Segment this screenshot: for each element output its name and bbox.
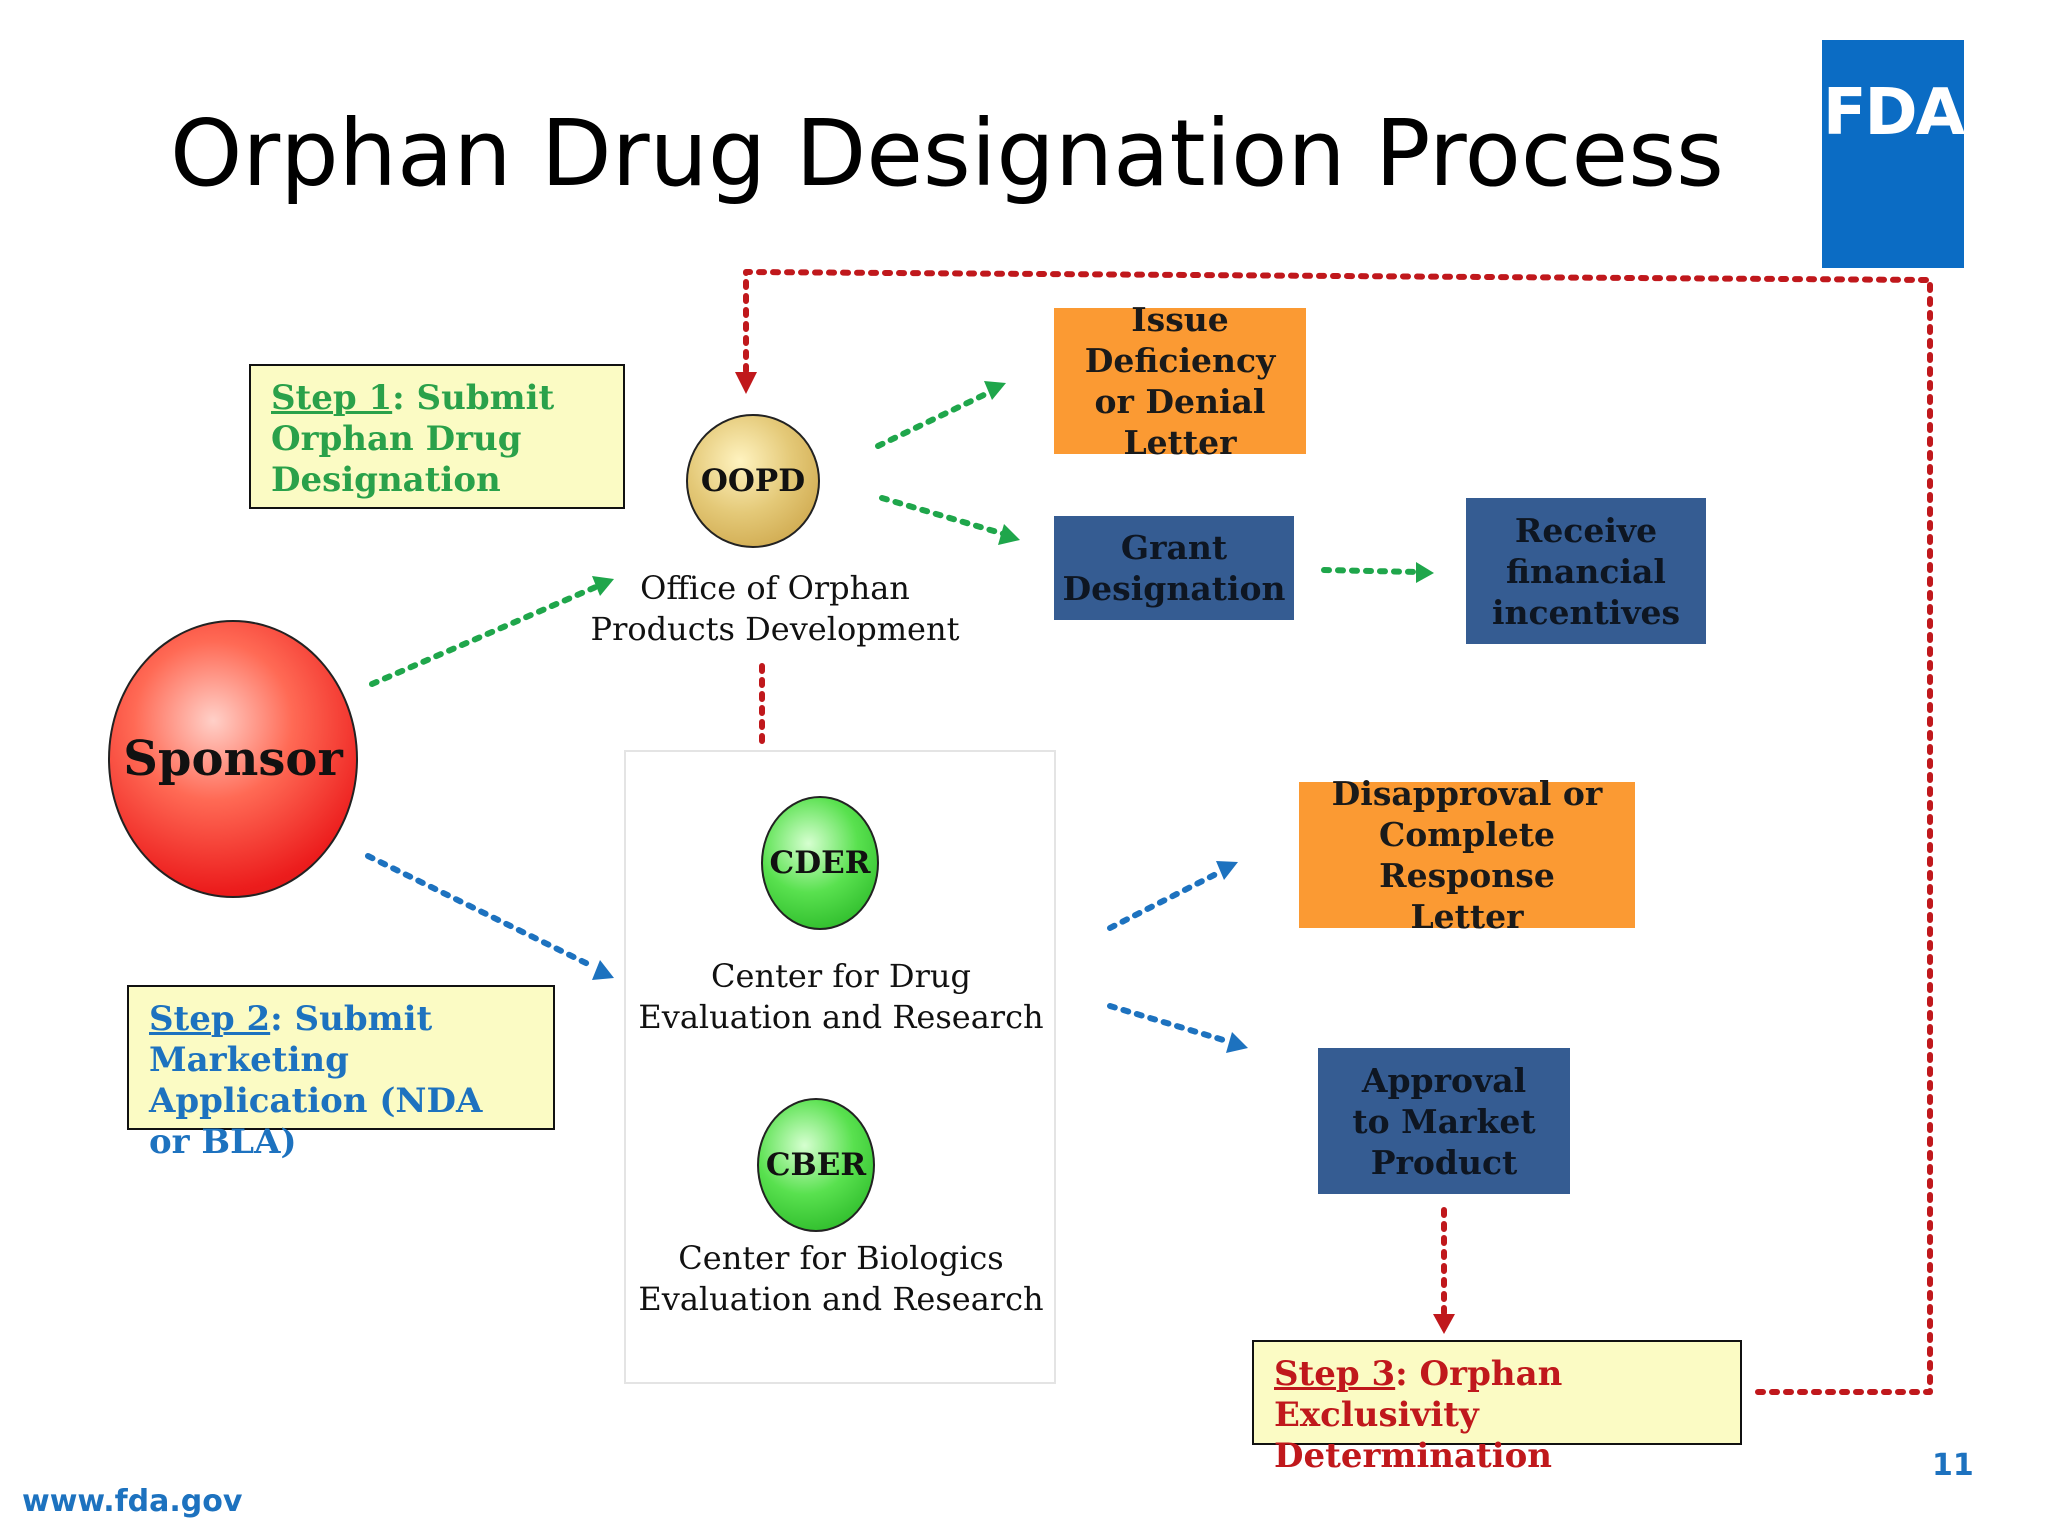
cder-full-name: Center for Drug Evaluation and Research xyxy=(626,956,1056,1038)
step1-box: Step 1: Submit Orphan Drug Designation xyxy=(249,364,625,509)
arrow-grant-to-incentives xyxy=(1321,562,1434,583)
arrow-sponsor-to-centers xyxy=(365,853,614,980)
cber-full-line1: Center for Biologics xyxy=(678,1239,1004,1277)
step1-label: Step 1 xyxy=(271,378,393,418)
oopd-full-line2: Products Development xyxy=(590,610,960,648)
cber-node: CBER xyxy=(757,1098,875,1232)
arrow-oopd-to-grant xyxy=(879,495,1020,545)
footer-url: www.fda.gov xyxy=(22,1484,243,1519)
incentives-box: Receive financial incentives xyxy=(1466,498,1706,644)
oopd-full-name: Office of Orphan Products Development xyxy=(560,568,990,650)
step1-text: Orphan Drug Designation xyxy=(271,419,522,500)
disapproval-text: Disapproval or Complete Response Letter xyxy=(1331,774,1603,936)
deficiency-text: Issue Deficiency or Denial Letter xyxy=(1084,300,1276,462)
step3-label: Step 3 xyxy=(1274,1354,1396,1394)
oopd-full-line1: Office of Orphan xyxy=(640,569,910,607)
approval-text: Approval to Market Product xyxy=(1352,1060,1536,1182)
step2-label: Step 2 xyxy=(149,999,271,1039)
page-title: Orphan Drug Designation Process xyxy=(170,100,1724,207)
step2-box: Step 2: Submit Marketing Application (ND… xyxy=(127,985,555,1162)
step1-sep: : Submit xyxy=(392,378,555,418)
cder-full-line2: Evaluation and Research xyxy=(638,998,1044,1036)
cber-full-line2: Evaluation and Research xyxy=(638,1280,1044,1318)
step2-sep: : Submit xyxy=(270,999,433,1039)
disapproval-box: Disapproval or Complete Response Letter xyxy=(1299,774,1635,936)
arrow-approval-to-step3 xyxy=(1433,1207,1455,1334)
oopd-label: OOPD xyxy=(700,463,806,499)
fda-logo: FDA xyxy=(1822,40,1965,268)
step3-sep: : Orphan Exclusivity xyxy=(1274,1354,1563,1435)
step3-text: Determination xyxy=(1274,1436,1553,1476)
cder-node: CDER xyxy=(761,796,879,930)
arrow-centers-to-disapproval xyxy=(1107,861,1238,931)
approval-box: Approval to Market Product xyxy=(1318,1048,1570,1194)
arrow-oopd-to-deficiency xyxy=(875,381,1006,449)
sponsor-node: Sponsor xyxy=(108,620,358,898)
step2-text: Marketing Application (NDA or BLA) xyxy=(149,1040,483,1162)
arrow-sponsor-to-oopd xyxy=(369,576,614,687)
grant-text: Grant Designation xyxy=(1062,528,1286,608)
cder-label: CDER xyxy=(769,845,871,881)
arrow-centers-to-approval xyxy=(1107,1003,1248,1053)
page-number: 11 xyxy=(1932,1448,1974,1483)
step3-box: Step 3: Orphan Exclusivity Determination xyxy=(1252,1340,1742,1476)
incentives-text: Receive financial incentives xyxy=(1491,510,1681,632)
deficiency-box: Issue Deficiency or Denial Letter xyxy=(1054,300,1306,462)
cber-full-name: Center for Biologics Evaluation and Rese… xyxy=(626,1238,1056,1320)
fda-logo-text: FDA xyxy=(1822,76,1965,150)
cder-full-line1: Center for Drug xyxy=(711,957,971,995)
sponsor-label: Sponsor xyxy=(123,731,343,787)
grant-box: Grant Designation xyxy=(1054,516,1294,620)
arrow-step3-loop-to-oopd xyxy=(735,269,1933,1395)
cber-label: CBER xyxy=(765,1147,867,1183)
oopd-node: OOPD xyxy=(686,414,820,548)
